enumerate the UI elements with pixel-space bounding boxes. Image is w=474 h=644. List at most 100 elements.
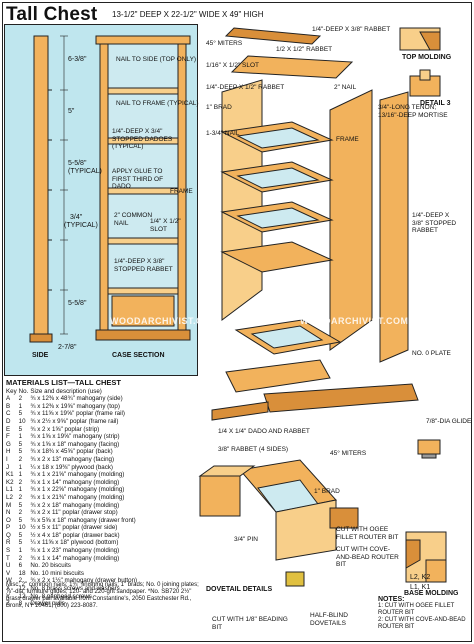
- row-no: 2: [18, 493, 23, 501]
- row-no: 2: [18, 509, 23, 517]
- row-desc: No. 10 mini biscuits: [30, 569, 84, 577]
- row-no: 1: [18, 402, 23, 410]
- watermark: WOODARCHIVIST.COM: [300, 316, 409, 326]
- callout-stopped-rabbet: 1/4"-DEEP X 3/8" STOPPED RABBET: [114, 258, 173, 273]
- callout-stopped-rabbet-back: 1/4"-DEEP X 3/8" STOPPED RABBET: [412, 212, 457, 234]
- row-no: 5: [18, 516, 23, 524]
- row-key: K2: [6, 478, 14, 486]
- materials-title: MATERIALS LIST—TALL CHEST: [6, 378, 121, 387]
- dovetail-detail-drawing: [198, 459, 359, 587]
- row-no: 5: [18, 425, 23, 433]
- dovetail-title: DOVETAIL DETAILS: [206, 586, 273, 593]
- callout-plate: NO. 0 PLATE: [412, 350, 451, 357]
- callout-miters-base: 45° MITERS: [330, 450, 367, 457]
- row-desc: ¾ x 1 x 14" mahogany (molding): [30, 554, 120, 562]
- row-desc: ¾ x 11⅝ x 19⅝" poplar (frame rail): [30, 410, 125, 418]
- callout-slot-top: 1/16" X 1/2" SLOT: [206, 62, 260, 69]
- row-key: Q: [6, 531, 11, 539]
- detail-3-drawing: [409, 69, 441, 97]
- row-desc: ¾ x 12⅜ x 48¾" mahogany (side): [30, 395, 123, 403]
- row-key: O: [6, 516, 11, 524]
- row-no: 12: [18, 585, 26, 593]
- row-key: D: [6, 417, 11, 425]
- row-key: I: [6, 455, 8, 463]
- row-key: A: [6, 395, 11, 403]
- materials-row: X 12 No. 8 brass screws and washers: [6, 585, 139, 593]
- callout-apply-glue: APPLY GLUE TO FIRST THIRD OF DADO: [112, 168, 164, 190]
- materials-list: MATERIALS LIST—TALL CHEST Key No. Size a…: [6, 379, 201, 608]
- row-desc: ¾ x 2½ x 9⅝" poplar (frame rail): [30, 417, 119, 425]
- row-no: 5: [18, 440, 23, 448]
- dim-label: 2-7/8": [58, 344, 77, 351]
- callout-frame-exploded: FRAME: [336, 136, 359, 143]
- top-molding-detail: [399, 27, 441, 51]
- row-desc: ¾ x 2 x 18" mahogany (molding): [30, 501, 120, 509]
- row-no: 10: [18, 524, 26, 532]
- row-no: 2: [18, 554, 23, 562]
- row-desc: ½ x 4 x 18" poplar (drawer back): [30, 531, 120, 539]
- row-no: 1: [18, 547, 23, 555]
- row-desc: Drawer pulls: [30, 600, 65, 608]
- row-desc: ¼ x 11⅝ x 18" plywood (bottom): [30, 539, 119, 547]
- callout-half-blind: HALF-BLIND DOVETAILS: [310, 612, 348, 627]
- row-no: 5: [18, 539, 23, 547]
- misc-note: Misc: 2" common nails; 1¾" finishing nai…: [6, 582, 199, 609]
- base-molding-drawing: [405, 531, 447, 583]
- row-no: 2: [18, 395, 23, 403]
- row-key: S: [6, 547, 11, 555]
- header-desc: Size and description (use): [30, 387, 102, 395]
- callout-pin: 3/4" PIN: [234, 536, 258, 543]
- side-view: [29, 35, 53, 343]
- row-desc: ¾ x 1⅝ x 19⅝" mahogany (strip): [30, 433, 120, 441]
- row-no: 1: [18, 433, 23, 441]
- dim-label: 5-5/8": [68, 160, 87, 167]
- row-desc: ¾ x 2 x 13" mahogany (facing): [30, 455, 115, 463]
- row-key: L1: [6, 486, 13, 494]
- row-desc: ¾ x 12⅜ x 19⅝" mahogany (top): [30, 402, 120, 410]
- row-key: X: [6, 585, 11, 593]
- row-desc: No. 8 brass screws and washers: [30, 585, 120, 593]
- dim-label: 6-3/8": [68, 56, 87, 63]
- callout-stopped-dadoes: 1/4"-DEEP X 3/4" STOPPED DADOES (TYPICAL…: [112, 128, 173, 150]
- callout-slot: 1/4" X 1/2" SLOT: [150, 218, 181, 233]
- row-key: N: [6, 509, 11, 517]
- row-desc: ¾ x 1 x 21⅜" mahogany (molding): [30, 493, 125, 501]
- callout-brad-dovetail: 1" BRAD: [314, 488, 340, 495]
- row-no: 5: [18, 501, 23, 509]
- row-key: J: [6, 463, 10, 471]
- row-no: 8: [18, 600, 23, 608]
- callout-nail-to-side: NAIL TO SIDE (TOP ONLY): [116, 56, 197, 63]
- row-no: 2: [18, 478, 23, 486]
- exploded-assembly: [211, 27, 419, 421]
- row-key: F: [6, 433, 10, 441]
- row-key: K1: [6, 471, 14, 479]
- header-key: Key: [6, 387, 17, 395]
- callout-nail-to-frame: NAIL TO FRAME (TYPICAL): [116, 100, 199, 107]
- row-desc: ¾ x 2 x 1½" mahogany (drawer button): [30, 577, 138, 585]
- materials-header-row: Key No. Size and description (use): [6, 388, 139, 396]
- row-no: 1: [18, 486, 23, 494]
- dim-label: 5": [68, 108, 75, 115]
- side-dimension-lines: [60, 35, 68, 335]
- row-desc: No. 8 panhead screws: [30, 592, 92, 600]
- callout-miters: 45° MITERS: [206, 40, 243, 47]
- row-key: G: [6, 440, 11, 448]
- row-desc: ¾ x 2 x 11" poplar (drawer stop): [30, 509, 118, 517]
- row-desc: No. 20 biscuits: [30, 562, 71, 570]
- case-section-label: CASE SECTION: [112, 352, 165, 359]
- detail-3-title: DETAIL 3: [420, 100, 451, 107]
